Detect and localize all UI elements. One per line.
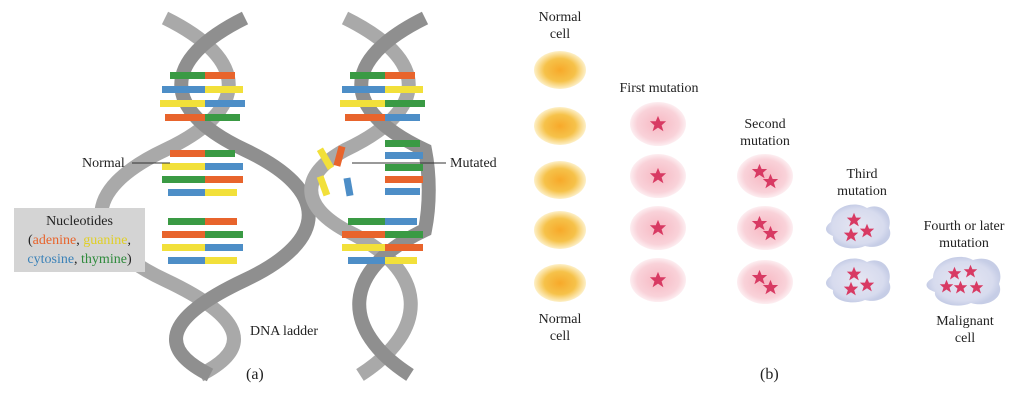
nucleotides-title: Nucleotides: [46, 214, 113, 229]
dna-diagram: [94, 11, 446, 382]
thymine-label: thymine: [81, 252, 127, 267]
normal-label: Normal: [82, 156, 125, 171]
third-mutation-cells: [826, 204, 891, 303]
mutated-label: Mutated: [450, 156, 497, 171]
nucleotides-legend: Nucleotides (adenine, guanine, cytosine,…: [14, 208, 145, 272]
guanine-label: guanine: [83, 233, 128, 248]
adenine-label: adenine: [32, 233, 77, 248]
malignant-cells: [926, 256, 1001, 306]
normal-dna-helix: [94, 11, 316, 382]
nucleotides-line-1: (adenine, guanine,: [27, 233, 132, 248]
second-mutation-cells: [737, 154, 793, 304]
panel-a-dna: Normal Mutated Nucleotides (adenine, gua…: [0, 0, 515, 400]
base-pairs-normal: [160, 72, 245, 264]
base-pairs-mutated: [316, 72, 425, 264]
cell-progression-diagram: [534, 51, 1001, 306]
first-mutation-label: First mutation: [619, 81, 699, 96]
mutated-dna-helix: [304, 11, 436, 381]
cytosine-label: cytosine: [27, 252, 75, 267]
first-mutation-cells: [630, 102, 686, 302]
nucleotides-line-2: cytosine, thymine): [27, 252, 132, 267]
dna-ladder-caption: DNA ladder: [250, 324, 319, 339]
normal-cells-column: [534, 51, 586, 302]
panel-b-label: (b): [760, 366, 779, 383]
panel-a-label: (a): [246, 366, 264, 383]
